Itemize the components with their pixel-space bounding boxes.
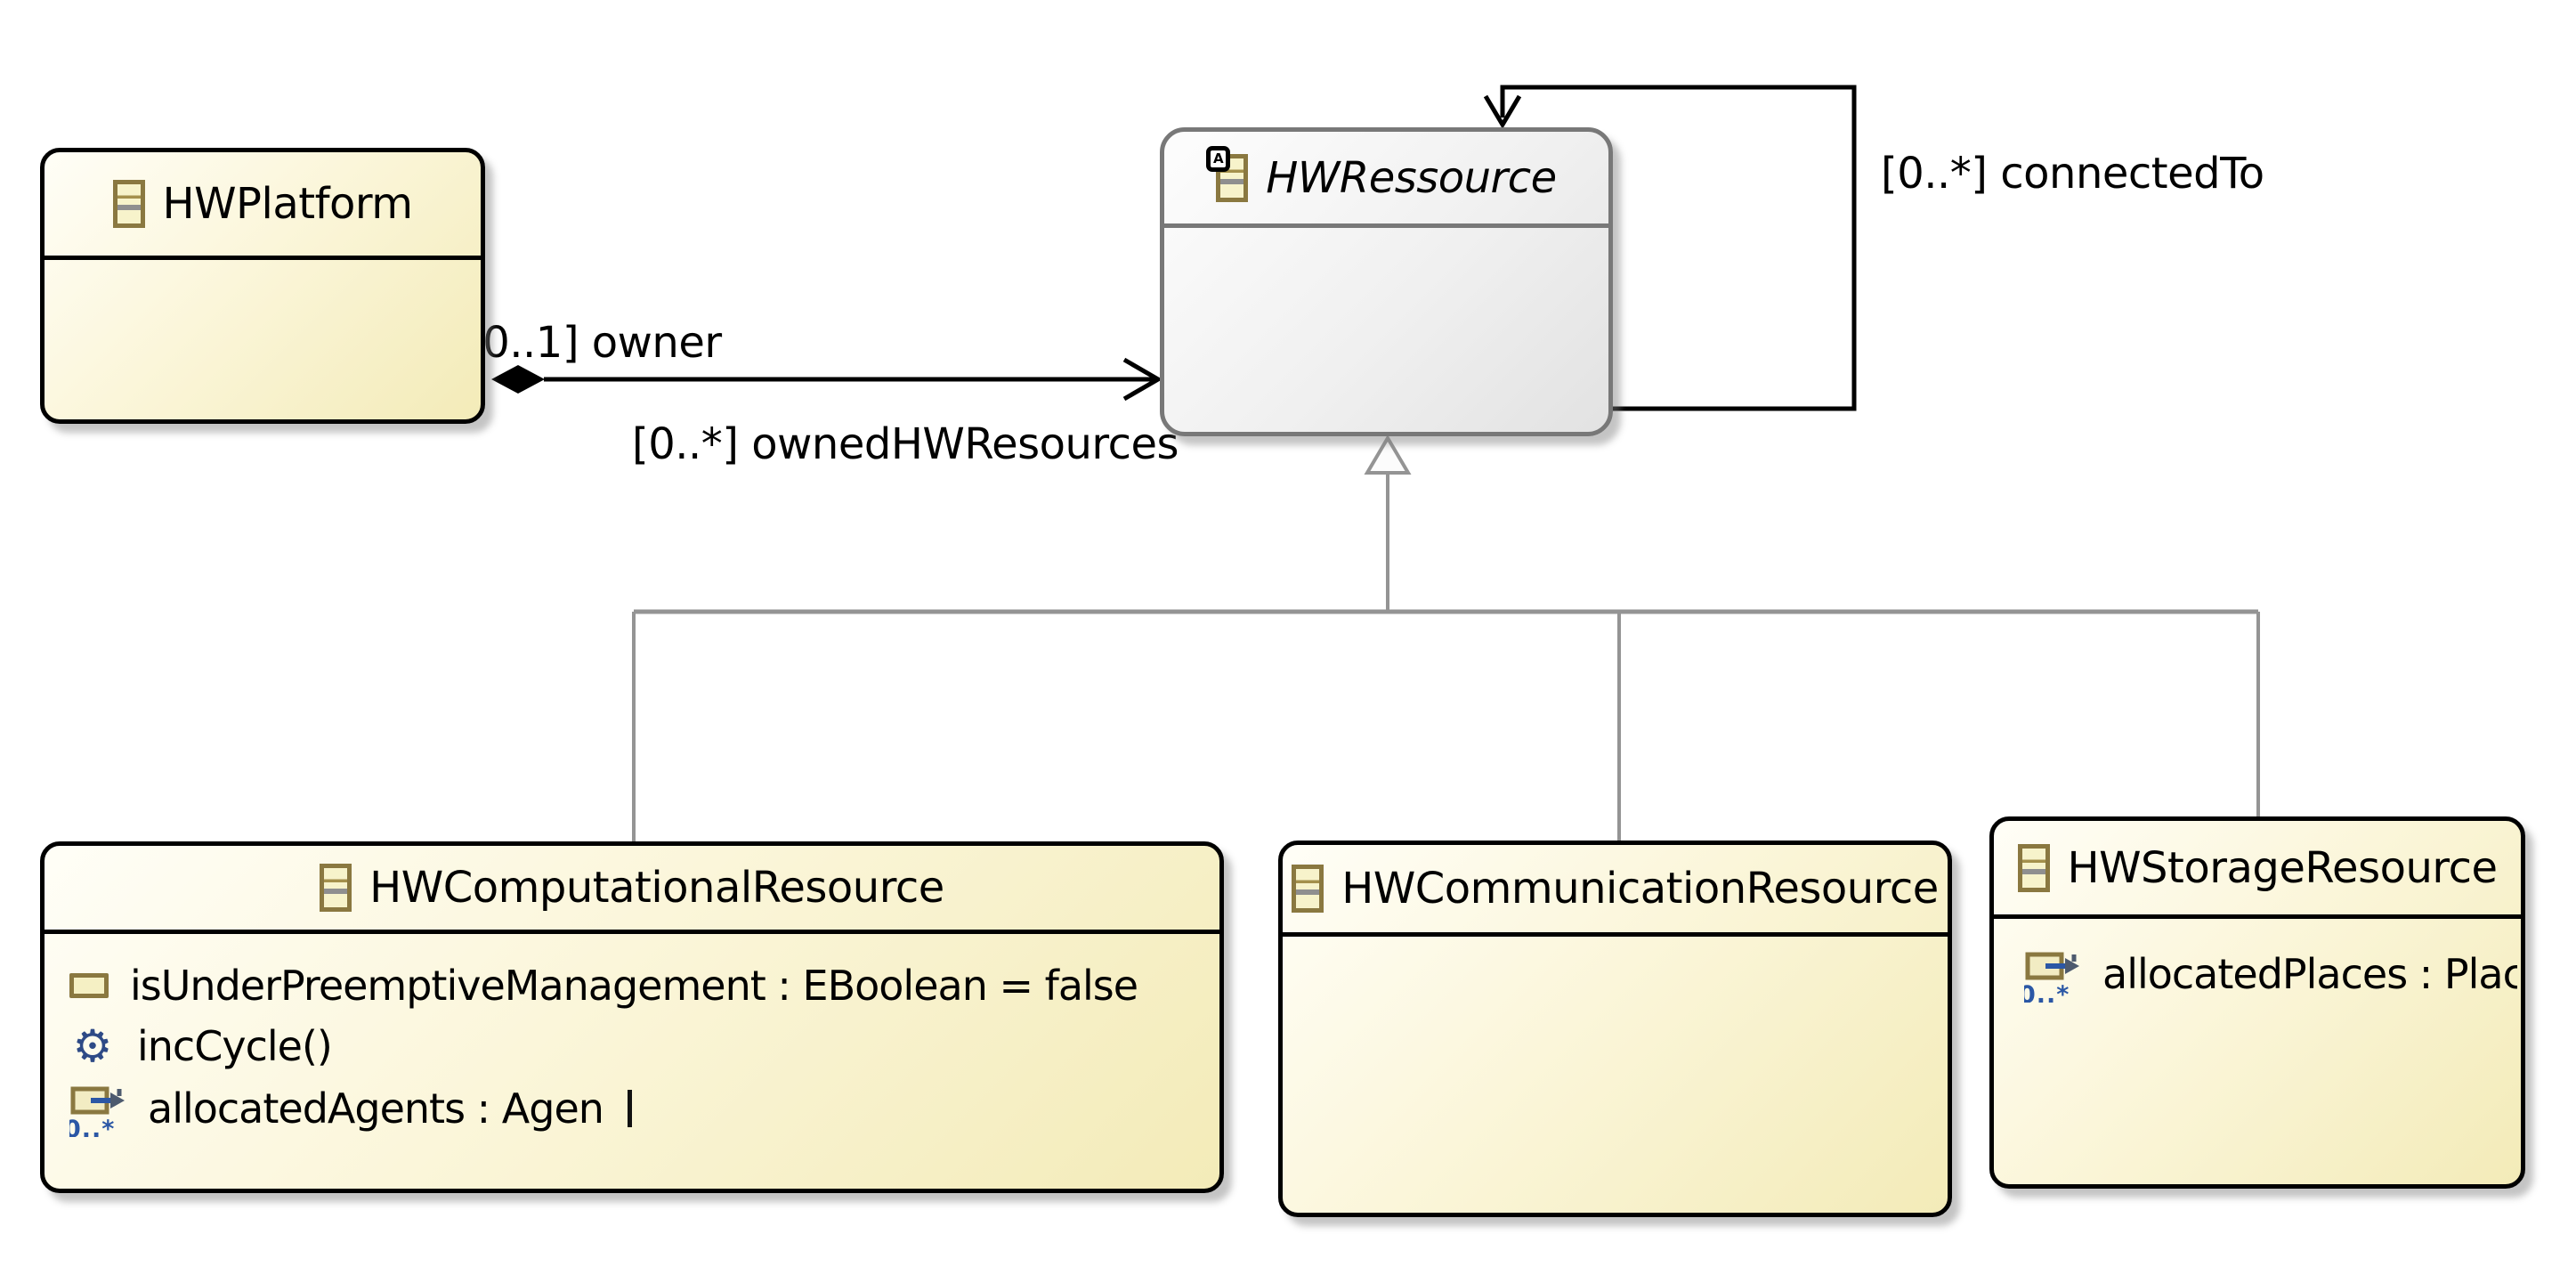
generalization-triangle-arrowhead xyxy=(1364,435,1412,475)
class-hwcomputationalresource-header[interactable]: HWComputationalResource xyxy=(45,846,1219,934)
class-title: HWPlatform xyxy=(162,179,413,229)
open-arrowhead-icon xyxy=(1122,357,1162,402)
multiplicity-badge: 0..* xyxy=(69,1116,116,1137)
association-label-owner[interactable]: [0..1] owner xyxy=(466,318,722,368)
operation-row-incCycle[interactable]: ⚙ incCycle() xyxy=(69,1018,1216,1075)
generalization-edges[interactable] xyxy=(632,435,2260,841)
association-label-connectedTo[interactable]: [0..*] connectedTo xyxy=(1881,149,2264,199)
class-hwstorageresource-header[interactable]: HWStorageResource xyxy=(1994,821,2521,919)
class-hwcommunicationresource-header[interactable]: HWCommunicationResource xyxy=(1283,845,1948,937)
class-hwplatform[interactable]: HWPlatform xyxy=(40,148,485,424)
class-hwcommunicationresource-body[interactable] xyxy=(1283,937,1948,1213)
class-hwressource[interactable]: A HWRessource xyxy=(1160,127,1613,436)
class-title: HWStorageResource xyxy=(2067,842,2498,893)
reference-row-allocatedPlaces[interactable]: 0..* allocatedPlaces : Place xyxy=(2024,946,2517,1003)
ereference-icon: 0..* xyxy=(2024,946,2081,1003)
class-title: HWComputationalResource xyxy=(369,863,944,913)
multiplicity-badge: 0..* xyxy=(2024,981,2070,1003)
down-arrowhead-icon xyxy=(1483,94,1522,129)
attribute-row-isUnderPreemptiveManagement[interactable]: isUnderPreemptiveManagement : EBoolean =… xyxy=(69,957,1216,1014)
eoperation-gear-icon: ⚙ xyxy=(72,1020,113,1072)
self-association-line[interactable] xyxy=(1500,85,1857,411)
self-association-connectedTo[interactable] xyxy=(1483,85,1857,411)
class-hwplatform-header[interactable]: HWPlatform xyxy=(45,152,481,260)
composition-diamond xyxy=(491,365,545,394)
class-hwcommunicationresource[interactable]: HWCommunicationResource xyxy=(1278,841,1952,1217)
eattribute-icon xyxy=(69,973,109,998)
reference-row-allocatedAgents[interactable]: 0..* allocatedAgents : Agen xyxy=(69,1080,1216,1137)
class-hwressource-header[interactable]: A HWRessource xyxy=(1164,132,1608,228)
class-hwcomputationalresource[interactable]: HWComputationalResource isUnderPreemptiv… xyxy=(40,841,1224,1193)
ereference-icon: 0..* xyxy=(69,1080,126,1137)
reference-label: allocatedPlaces : Place xyxy=(2102,950,2517,998)
eclass-icon xyxy=(320,864,352,912)
clipped-character-bar xyxy=(627,1090,632,1127)
eclass-icon xyxy=(2017,843,2050,892)
eclass-icon xyxy=(112,180,145,228)
class-hwressource-body[interactable] xyxy=(1164,228,1608,432)
abstract-class-badge-icon: A xyxy=(1206,145,1231,172)
attribute-label: isUnderPreemptiveManagement : EBoolean =… xyxy=(130,962,1138,1010)
composition-association-ownedHWResources[interactable] xyxy=(491,357,1162,402)
class-hwstorageresource[interactable]: HWStorageResource 0..* allocatedPlaces :… xyxy=(1989,816,2525,1189)
association-label-ownedHWResources[interactable]: [0..*] ownedHWResources xyxy=(632,419,1179,469)
eclass-icon xyxy=(1292,865,1324,913)
class-hwplatform-body[interactable] xyxy=(45,260,481,419)
class-title: HWCommunicationResource xyxy=(1341,864,1939,914)
reference-label: allocatedAgents : Agen xyxy=(148,1084,604,1133)
class-title: HWRessource xyxy=(1266,152,1557,203)
eclass-icon: A xyxy=(1206,145,1249,202)
operation-label: incCycle() xyxy=(137,1022,333,1070)
